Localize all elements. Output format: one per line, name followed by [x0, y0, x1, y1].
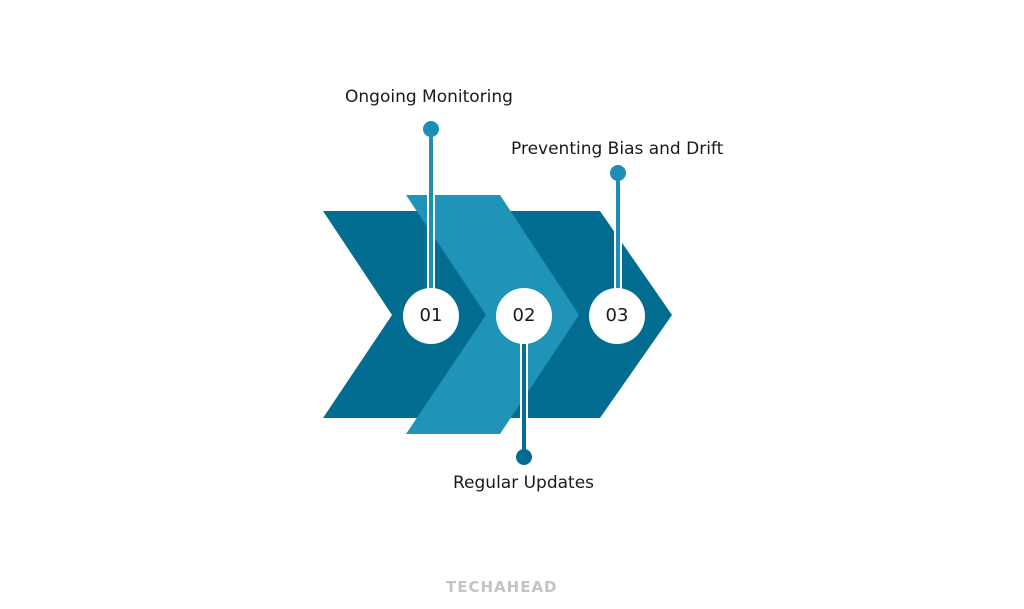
step-number-03: 03	[605, 305, 629, 326]
step-number-02: 02	[512, 305, 536, 326]
light-chevron	[406, 195, 579, 434]
connector-02	[516, 343, 532, 465]
step-circle-01	[403, 288, 459, 344]
step-label-01: Ongoing Monitoring	[345, 87, 513, 107]
connector-03	[610, 165, 626, 289]
brand-logo: TECHAHEAD	[446, 578, 558, 596]
step-circle-03	[589, 288, 645, 344]
connector-01	[423, 121, 439, 289]
step-label-03: Preventing Bias and Drift	[511, 139, 724, 159]
step-number-01: 01	[419, 305, 443, 326]
step-label-02: Regular Updates	[453, 473, 595, 493]
step-circle-02	[496, 288, 552, 344]
